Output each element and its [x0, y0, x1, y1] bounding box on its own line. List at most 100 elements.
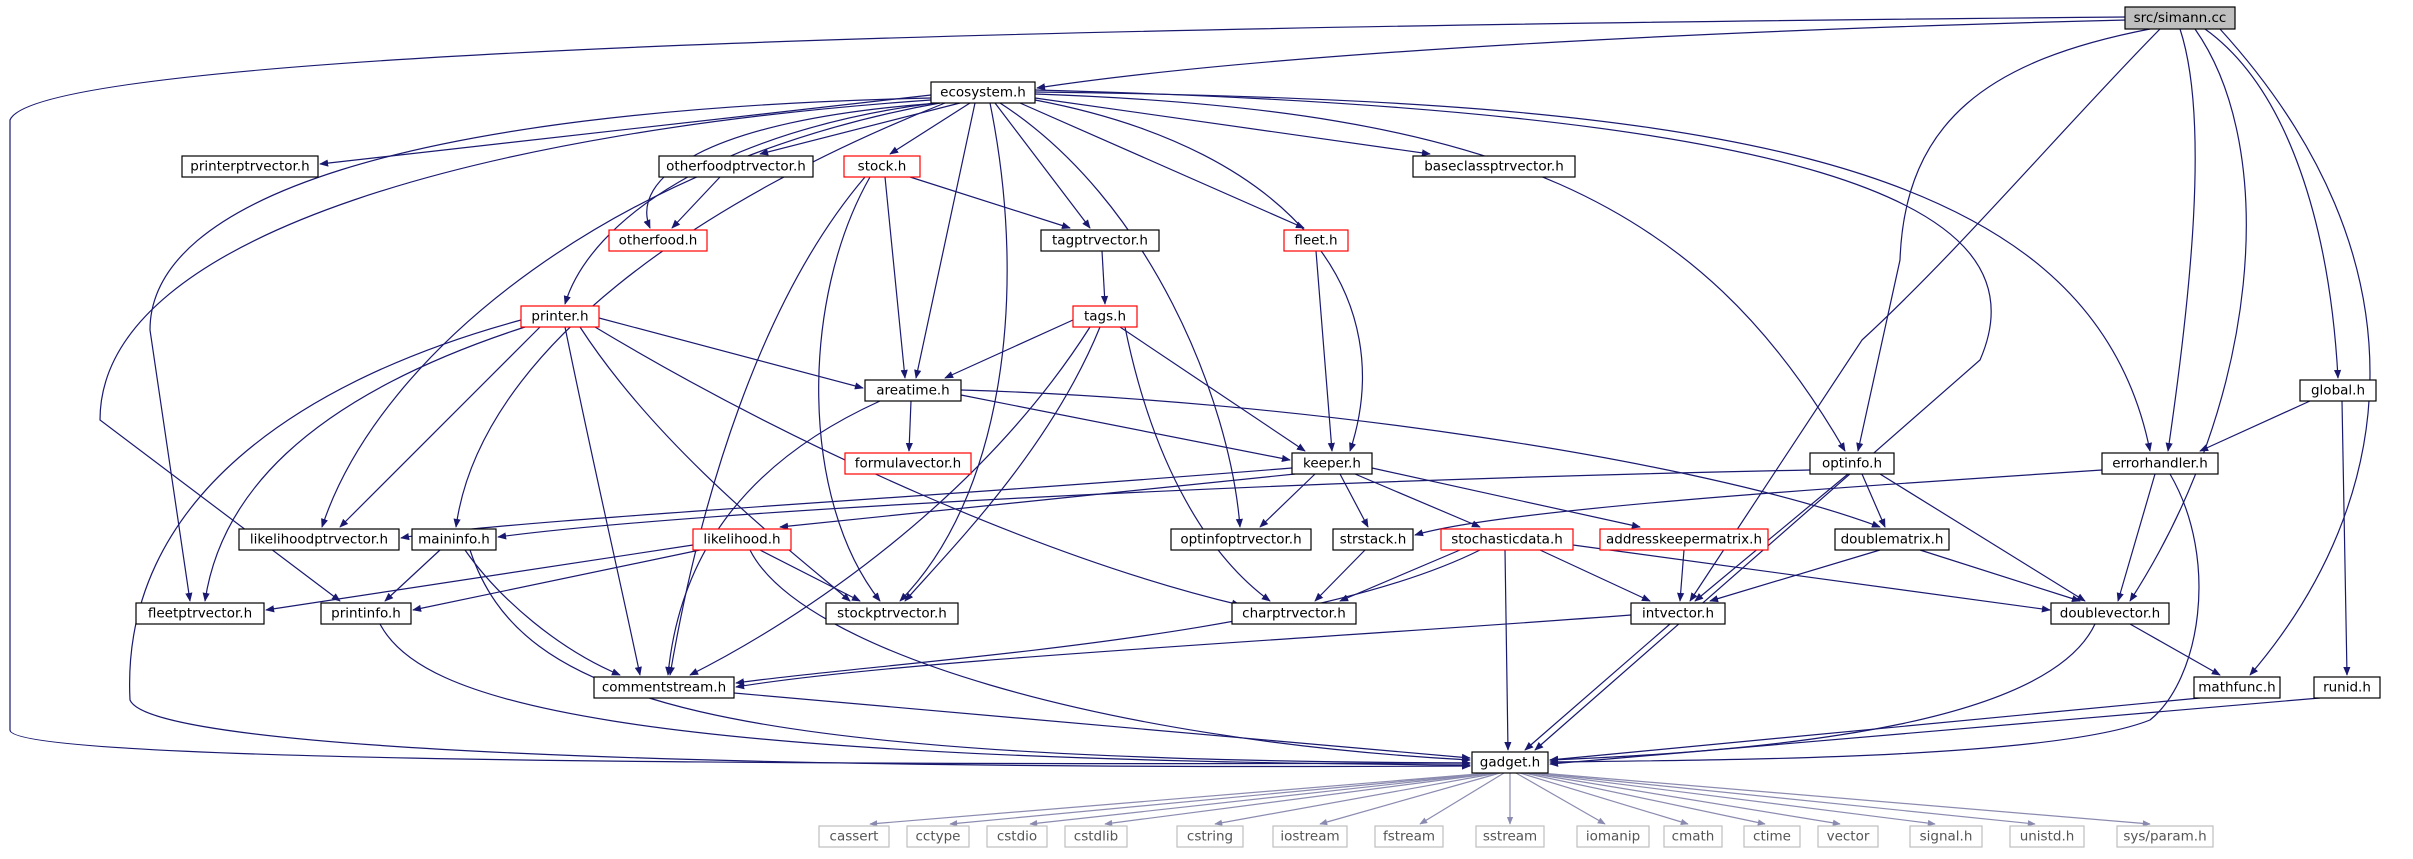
node-likelihood[interactable]: likelihood.h	[692, 528, 792, 551]
node-intvector[interactable]: intvector.h	[1630, 602, 1726, 625]
node-areatime[interactable]: areatime.h	[864, 379, 962, 402]
node-printinfo[interactable]: printinfo.h	[320, 602, 412, 625]
edge-tagptrvector-tags	[1100, 250, 1109, 305]
edge-gadget-cassert	[869, 772, 1491, 827]
edge-stock-commentstream	[667, 176, 866, 676]
node-stock[interactable]: stock.h	[843, 155, 921, 178]
node-ctime[interactable]: ctime	[1743, 825, 1801, 848]
node-cstdlib[interactable]: cstdlib	[1064, 825, 1128, 848]
node-ecosystem[interactable]: ecosystem.h	[930, 81, 1036, 104]
node-doublematrix[interactable]: doublematrix.h	[1834, 528, 1950, 551]
node-gadget[interactable]: gadget.h	[1471, 751, 1549, 774]
node-label: optinfoptrvector.h	[1180, 532, 1301, 548]
edge-ecosystem-printerptrvector	[319, 94, 932, 167]
edge-ecosystem-otherfood	[643, 102, 941, 229]
edge-keeper-likelihood	[779, 473, 1296, 530]
edge-stochasticdata-doublevector	[1572, 544, 2051, 613]
edge-printinfo-gadget	[379, 623, 1471, 769]
node-global[interactable]: global.h	[2299, 379, 2377, 402]
node-label: intvector.h	[1642, 606, 1714, 622]
node-addresskeepermatrix[interactable]: addresskeepermatrix.h	[1599, 528, 1769, 551]
node-likelihoodptrvector[interactable]: likelihoodptrvector.h	[238, 528, 400, 551]
node-strstack[interactable]: strstack.h	[1332, 528, 1414, 551]
node-simann[interactable]: src/simann.cc	[2124, 6, 2236, 30]
edge-gadget-ctime	[1523, 772, 1766, 826]
edge-printer-areatime	[598, 317, 864, 390]
edge-global-errorhandler	[2199, 400, 2311, 452]
node-optinfoptrvector[interactable]: optinfoptrvector.h	[1170, 528, 1312, 551]
node-label: otherfood.h	[619, 233, 698, 249]
node-keeper[interactable]: keeper.h	[1291, 452, 1373, 475]
node-label: charptrvector.h	[1242, 606, 1346, 622]
edge-stochasticdata-charptrvector	[1339, 549, 1461, 602]
edge-likelihood-gadget	[749, 549, 1471, 764]
node-sysparam[interactable]: sys/param.h	[2116, 825, 2214, 848]
edge-tags-areatime	[944, 319, 1074, 379]
edge-intvector-gadget	[1524, 623, 1671, 751]
edge-simann-intvector	[1689, 28, 2161, 602]
edge-mathfunc-gadget	[1549, 697, 2201, 763]
edge-simann-errorhandler	[2165, 28, 2196, 452]
node-formulavector[interactable]: formulavector.h	[844, 452, 972, 475]
node-cctype[interactable]: cctype	[906, 825, 970, 848]
node-doublevector[interactable]: doublevector.h	[2050, 602, 2170, 625]
node-errorhandler[interactable]: errorhandler.h	[2101, 452, 2219, 475]
edge-gadget-fstream	[1419, 772, 1505, 825]
node-label: maininfo.h	[418, 532, 490, 548]
node-label: optinfo.h	[1822, 456, 1882, 472]
node-fleetptrvector[interactable]: fleetptrvector.h	[135, 602, 265, 625]
node-charptrvector[interactable]: charptrvector.h	[1231, 602, 1357, 625]
node-fleet[interactable]: fleet.h	[1283, 229, 1349, 252]
edge-global-runid	[2341, 400, 2351, 676]
edge-ecosystem-gadget	[1034, 89, 1992, 751]
node-label: otherfoodptrvector.h	[666, 159, 806, 175]
node-runid[interactable]: runid.h	[2313, 676, 2381, 699]
node-otherfoodptrvector[interactable]: otherfoodptrvector.h	[658, 155, 814, 178]
node-label: mathfunc.h	[2198, 680, 2275, 696]
node-label: iostream	[1280, 829, 1339, 845]
node-maininfo[interactable]: maininfo.h	[411, 528, 497, 551]
edge-printer-likelihoodptrvector	[339, 326, 541, 528]
node-cassert[interactable]: cassert	[818, 825, 890, 848]
node-cmath[interactable]: cmath	[1663, 825, 1723, 848]
node-optinfo[interactable]: optinfo.h	[1809, 452, 1895, 475]
node-unistd[interactable]: unistd.h	[2009, 825, 2085, 848]
node-iostream[interactable]: iostream	[1272, 825, 1348, 848]
node-iomanip[interactable]: iomanip	[1576, 825, 1650, 848]
edge-gadget-unistd	[1535, 772, 2036, 827]
edge-doublematrix-doublevector	[1919, 549, 2081, 602]
edge-tags-charptrvector	[1124, 326, 1271, 602]
edge-errorhandler-gadget	[1549, 473, 2200, 766]
node-tags[interactable]: tags.h	[1072, 305, 1138, 328]
node-label: iomanip	[1586, 829, 1640, 845]
node-sstream[interactable]: sstream	[1475, 825, 1545, 848]
edge-fleet-keeper	[1315, 250, 1335, 452]
node-mathfunc[interactable]: mathfunc.h	[2193, 676, 2281, 699]
edge-runid-gadget	[1549, 697, 2321, 767]
node-label: gadget.h	[1480, 755, 1540, 771]
node-cstdio[interactable]: cstdio	[986, 825, 1048, 848]
edge-simann-ecosystem	[1036, 19, 2128, 91]
node-vector[interactable]: vector	[1817, 825, 1879, 848]
edge-ecosystem-optinfo	[1034, 93, 1846, 452]
node-otherfood[interactable]: otherfood.h	[608, 229, 708, 252]
node-label: cassert	[830, 829, 879, 845]
node-printer[interactable]: printer.h	[520, 305, 600, 328]
edge-doublematrix-intvector	[1709, 549, 1881, 603]
edge-keeper-likelihoodptrvector	[400, 467, 1293, 541]
node-cstring[interactable]: cstring	[1176, 825, 1244, 848]
node-tagptrvector[interactable]: tagptrvector.h	[1040, 229, 1160, 252]
node-label: errorhandler.h	[2112, 456, 2208, 472]
edge-simann-global	[2204, 28, 2342, 379]
node-label: cctype	[915, 829, 960, 845]
node-commentstream[interactable]: commentstream.h	[593, 676, 735, 699]
edge-gadget-vector	[1527, 772, 1841, 826]
node-signal[interactable]: signal.h	[1909, 825, 1983, 848]
node-stockptrvector[interactable]: stockptrvector.h	[825, 602, 959, 625]
node-fstream[interactable]: fstream	[1374, 825, 1444, 848]
node-baseclassptrvector[interactable]: baseclassptrvector.h	[1412, 155, 1576, 178]
node-stochasticdata[interactable]: stochasticdata.h	[1440, 528, 1574, 551]
node-label: cstdlib	[1074, 829, 1118, 845]
node-printerptrvector[interactable]: printerptrvector.h	[181, 155, 319, 178]
